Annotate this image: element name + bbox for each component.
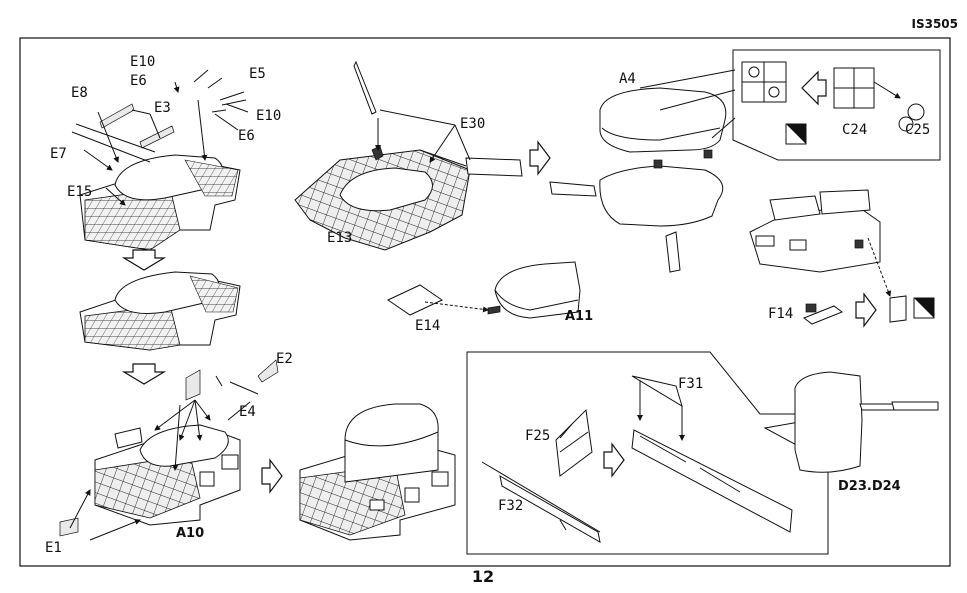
step1-deck-assembly (79, 154, 241, 251)
bridge-a4-assembly (549, 87, 727, 273)
step3-leader-lines (69, 399, 251, 541)
step-arrow-down (121, 249, 167, 271)
label-c25: C25 (905, 122, 930, 138)
deck-e13-assembly (294, 60, 523, 251)
page-number: 12 (472, 567, 494, 586)
label-a11: A11 (565, 309, 593, 324)
e30-leader-lines (375, 109, 471, 163)
step3-superstructure-a10 (59, 369, 241, 537)
label-f31: F31 (678, 376, 703, 392)
step4-completed-block (299, 403, 456, 541)
etched-parts-e3-e10 (71, 69, 247, 163)
label-e5: E5 (249, 66, 266, 82)
label-f14: F14 (768, 306, 793, 322)
label-e4: E4 (239, 404, 256, 420)
label-d23-d24: D23.D24 (838, 479, 901, 494)
label-e1: E1 (45, 540, 62, 556)
label-a4: A4 (619, 71, 636, 87)
label-e6: E6 (130, 73, 147, 89)
step2-deck-result (79, 271, 241, 351)
kit-code: IS3505 (911, 17, 958, 31)
step-arrow-right (261, 458, 283, 494)
step-arrow-right (529, 140, 551, 176)
label-e13: E13 (327, 230, 352, 246)
step-arrow-down (121, 363, 167, 385)
label-e8: E8 (71, 85, 88, 101)
step1-leader-lines (83, 81, 249, 206)
label-e14: E14 (415, 318, 440, 334)
f-parts (481, 375, 793, 543)
label-e10-right: E10 (256, 108, 281, 124)
label-e6-right: E6 (238, 128, 255, 144)
label-a10: A10 (176, 526, 204, 541)
bridge-wing-f14-assembly (749, 189, 935, 328)
label-e30: E30 (460, 116, 485, 132)
label-e10: E10 (130, 54, 155, 70)
detail-inset-c24-c25 (732, 49, 941, 161)
label-e2: E2 (276, 351, 293, 367)
etched-parts-e2-e4 (215, 359, 279, 395)
label-e15: E15 (67, 184, 92, 200)
page-frame (19, 37, 951, 567)
part-e14-a11 (386, 261, 581, 319)
label-f25: F25 (525, 428, 550, 444)
label-e3: E3 (154, 100, 171, 116)
label-c24: C24 (842, 122, 867, 138)
label-f32: F32 (498, 498, 523, 514)
detail-inset-f25-f31-f32 (466, 351, 939, 555)
label-e7: E7 (50, 146, 67, 162)
a4-leader-lines (639, 69, 736, 139)
